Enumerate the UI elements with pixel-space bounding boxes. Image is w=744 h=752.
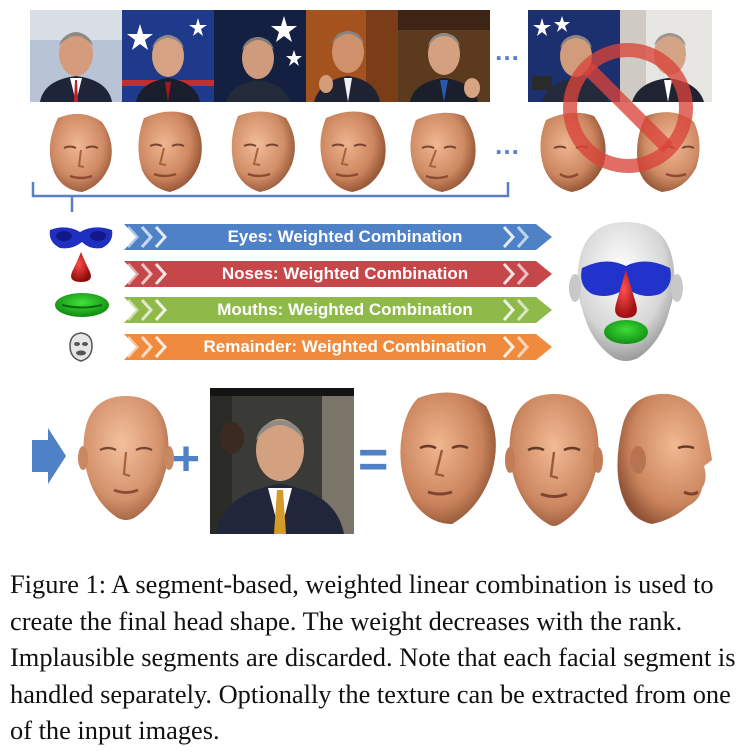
discard-icon <box>563 43 693 173</box>
segment-row-mouths: Mouths: Weighted Combination <box>124 297 552 323</box>
plus-operator: + <box>172 433 201 486</box>
chevron-right-icon <box>140 335 154 359</box>
chevron-right-icon <box>502 298 516 322</box>
nose-segment-icon <box>71 252 91 282</box>
input-photo-3 <box>214 10 306 102</box>
chevron-right-icon <box>516 262 530 286</box>
segment-row-eyes: Eyes: Weighted Combination <box>124 224 552 250</box>
segmented-head-model <box>569 222 683 361</box>
combined-shape-head <box>78 396 174 520</box>
segment-arrow-body <box>124 297 552 323</box>
figure-caption: Figure 1: A segment-based, weighted line… <box>10 566 736 749</box>
texture-source-photo <box>210 388 354 534</box>
photo-ellipsis: … <box>494 36 521 66</box>
result-head-front <box>505 394 603 526</box>
chevron-right-icon <box>516 225 530 249</box>
mouth-segment-icon <box>55 293 109 317</box>
chevron-right-icon <box>140 298 154 322</box>
chevron-right-icon <box>502 335 516 359</box>
input-photo-5 <box>398 10 490 102</box>
chevron-right-icon <box>502 225 516 249</box>
segment-row-remainder: Remainder: Weighted Combination <box>124 334 552 360</box>
segment-row-noses: Noses: Weighted Combination <box>124 261 552 287</box>
segment-arrow-body <box>124 224 552 250</box>
chevron-right-icon <box>154 335 168 359</box>
chevron-right-icon <box>126 298 140 322</box>
input-arrow-icon <box>32 428 66 484</box>
input-photo-4 <box>306 10 398 102</box>
head-remainder-icon <box>69 332 93 362</box>
face-reconstruction-4 <box>320 111 386 192</box>
result-head-profile <box>617 393 712 524</box>
chevron-right-icon <box>154 225 168 249</box>
segment-label-mouths: Mouths: Weighted Combination <box>217 300 473 319</box>
face-reconstruction-1 <box>49 113 112 192</box>
chevron-right-icon <box>516 335 530 359</box>
chevron-right-icon <box>154 298 168 322</box>
chevron-right-icon <box>154 262 168 286</box>
face-reconstruction-5 <box>410 112 476 192</box>
segment-label-remainder: Remainder: Weighted Combination <box>203 337 487 356</box>
chevron-right-icon <box>502 262 516 286</box>
segment-label-eyes: Eyes: Weighted Combination <box>227 227 463 246</box>
segment-arrow-noses <box>124 261 552 287</box>
input-photo-1 <box>30 10 122 102</box>
chevron-right-icon <box>126 262 140 286</box>
chevron-right-icon <box>126 225 140 249</box>
result-head-left <box>400 392 496 524</box>
input-photo-2 <box>122 10 214 102</box>
chevron-right-icon <box>140 262 154 286</box>
face-reconstruction-3 <box>231 111 295 192</box>
segment-label-noses: Noses: Weighted Combination <box>221 264 469 283</box>
eyes-segment-icon <box>49 227 113 249</box>
equals-operator: = <box>358 431 389 489</box>
segment-arrow-body <box>124 261 552 287</box>
face-ellipsis: … <box>494 130 521 160</box>
chevron-right-icon <box>140 225 154 249</box>
segment-arrow-body <box>124 334 552 360</box>
segment-arrow-eyes <box>124 224 552 250</box>
chevron-right-icon <box>516 298 530 322</box>
chevron-right-icon <box>126 335 140 359</box>
segment-arrow-remainder <box>124 334 552 360</box>
face-reconstruction-2 <box>138 111 202 192</box>
segment-arrow-mouths <box>124 297 552 323</box>
caption-fade-overlay <box>470 710 744 752</box>
figure-caption-text: Figure 1: A segment-based, weighted line… <box>10 569 736 745</box>
